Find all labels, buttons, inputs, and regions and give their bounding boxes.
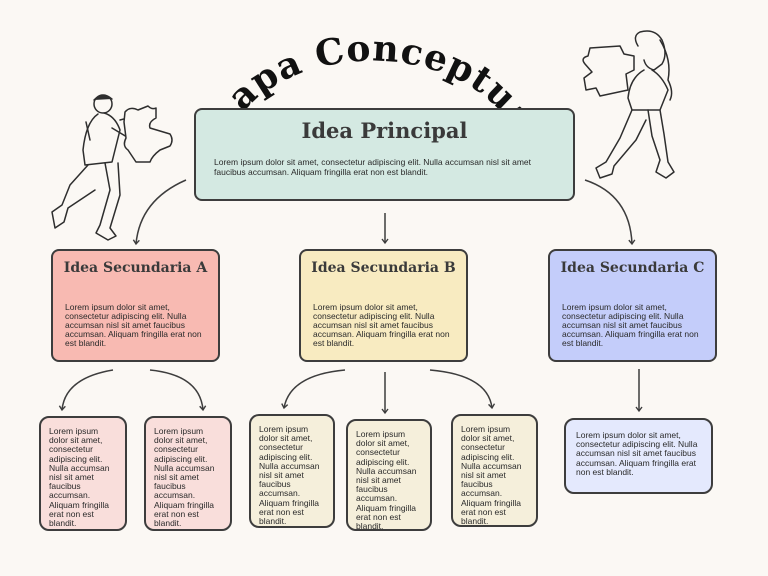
person-with-puzzle-right-icon	[582, 30, 675, 179]
secondary-idea-b-text: Lorem ipsum dolor sit amet, consectetur …	[313, 302, 450, 348]
leaf-a2-text: Lorem ipsum dolor sit amet, consectetur …	[154, 426, 215, 529]
secondary-idea-a-text: Lorem ipsum dolor sit amet, consectetur …	[65, 302, 202, 348]
main-idea-box: Idea Principal Lorem ipsum dolor sit ame…	[194, 108, 575, 201]
secondary-idea-c-text: Lorem ipsum dolor sit amet, consectetur …	[562, 302, 699, 348]
connector-b-to-b1	[281, 369, 346, 410]
leaf-b2-box: Lorem ipsum dolor sit amet, consectetur …	[346, 419, 432, 531]
secondary-idea-b-box: Idea Secundaria B Lorem ipsum dolor sit …	[299, 249, 468, 362]
leaf-a1-text: Lorem ipsum dolor sit amet, consectetur …	[49, 426, 110, 529]
main-idea-text: Lorem ipsum dolor sit amet, consectetur …	[214, 157, 531, 177]
main-idea-title: Idea Principal	[301, 118, 468, 143]
leaf-b1-box: Lorem ipsum dolor sit amet, consectetur …	[249, 414, 335, 528]
secondary-idea-c-box: Idea Secundaria C Lorem ipsum dolor sit …	[548, 249, 717, 362]
secondary-idea-a-title: Idea Secundaria A	[63, 260, 208, 276]
leaf-a1-box: Lorem ipsum dolor sit amet, consectetur …	[39, 416, 127, 531]
secondary-idea-b-title: Idea Secundaria B	[311, 260, 456, 276]
connector-main-to-a	[132, 179, 187, 246]
leaf-b3-box: Lorem ipsum dolor sit amet, consectetur …	[451, 414, 538, 527]
connector-b-to-b3	[429, 369, 496, 410]
connector-a-to-a2	[149, 369, 207, 412]
person-with-puzzle-left-icon	[51, 94, 173, 241]
leaf-a2-box: Lorem ipsum dolor sit amet, consectetur …	[144, 416, 232, 531]
secondary-idea-a-box: Idea Secundaria A Lorem ipsum dolor sit …	[51, 249, 220, 362]
secondary-idea-c-title: Idea Secundaria C	[560, 260, 705, 276]
connector-a-to-a1	[58, 369, 114, 412]
leaf-c1-box: Lorem ipsum dolor sit amet, consectetur …	[564, 418, 713, 494]
leaf-b3-text: Lorem ipsum dolor sit amet, consectetur …	[461, 424, 522, 527]
leaf-c1-text: Lorem ipsum dolor sit amet, consectetur …	[576, 430, 698, 477]
leaf-b2-text: Lorem ipsum dolor sit amet, consectetur …	[356, 429, 417, 532]
leaf-b1-text: Lorem ipsum dolor sit amet, consectetur …	[259, 424, 320, 527]
connector-main-to-c	[584, 179, 636, 246]
